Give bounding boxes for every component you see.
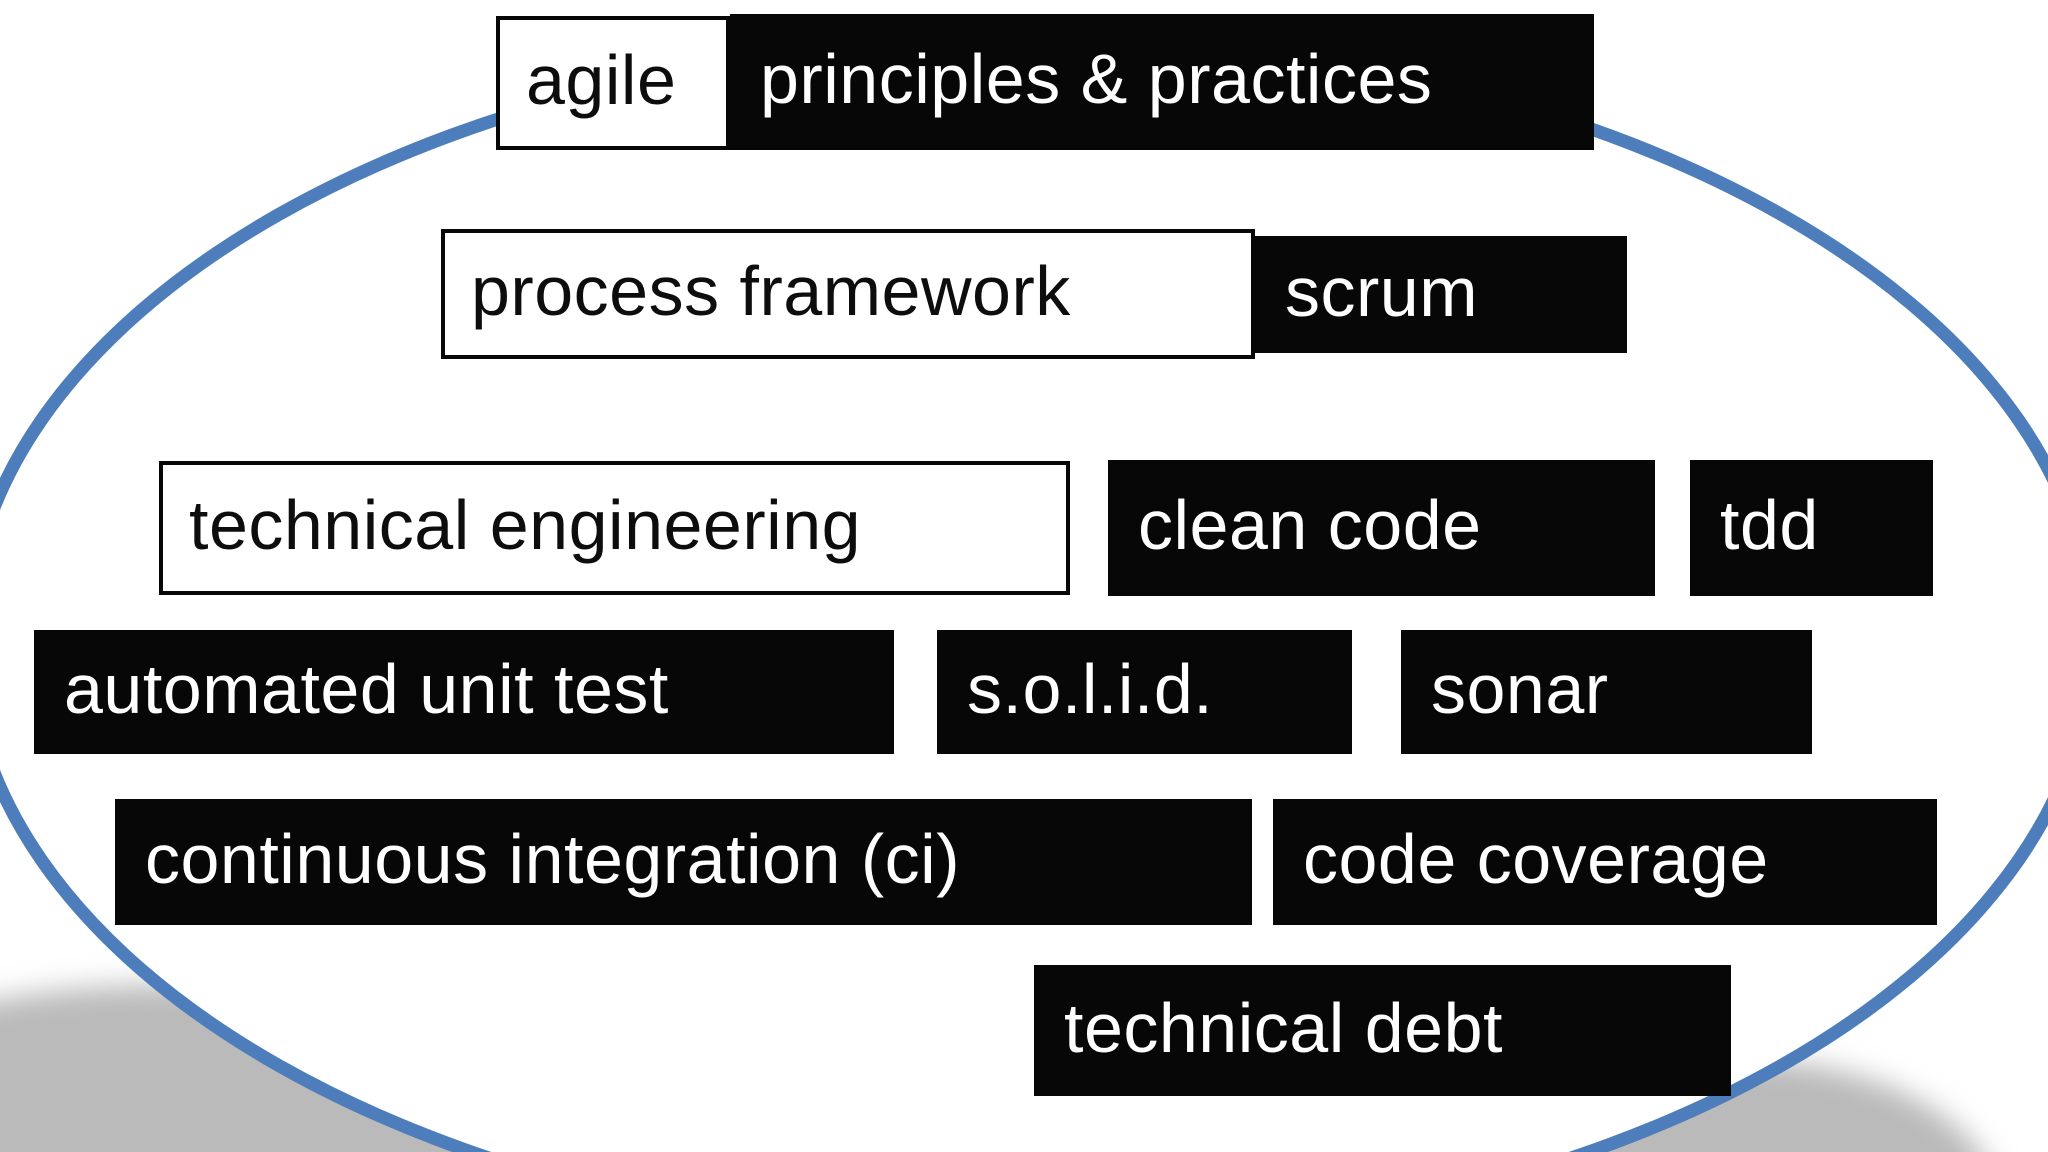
- box-technical-engineering: technical engineering: [159, 461, 1070, 595]
- box-code-coverage: code coverage: [1273, 799, 1937, 925]
- box-automated-unit-test: automated unit test: [34, 630, 894, 754]
- box-technical-debt: technical debt: [1034, 965, 1731, 1096]
- box-sonar: sonar: [1401, 630, 1812, 754]
- box-clean-code: clean code: [1108, 460, 1655, 596]
- box-scrum: scrum: [1255, 236, 1627, 353]
- box-agile: agile: [496, 16, 730, 150]
- box-process-framework: process framework: [441, 229, 1255, 359]
- box-solid: s.o.l.i.d.: [937, 630, 1352, 754]
- box-continuous-integration: continuous integration (ci): [115, 799, 1252, 925]
- box-tdd: tdd: [1690, 460, 1933, 596]
- box-principles-practices: principles & practices: [730, 14, 1594, 150]
